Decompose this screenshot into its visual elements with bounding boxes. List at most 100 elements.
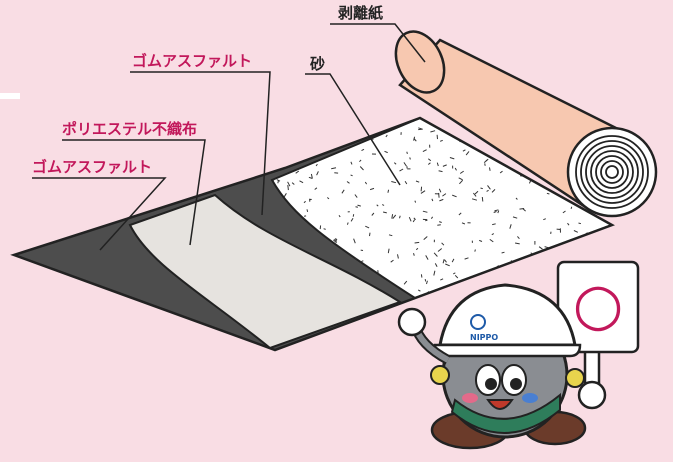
sand-speck <box>350 218 354 222</box>
sand-speck <box>425 219 428 222</box>
sand-speck <box>461 222 466 225</box>
sand-speck <box>297 141 302 145</box>
sand-speck <box>515 280 519 285</box>
sand-speck <box>474 140 478 144</box>
sand-speck <box>292 125 295 130</box>
sand-speck <box>567 222 570 226</box>
sand-speck <box>334 238 338 242</box>
sand-speck <box>287 185 289 191</box>
sand-speck <box>534 254 537 258</box>
sand-speck <box>441 242 445 246</box>
sand-speck <box>465 151 470 156</box>
sand-speck <box>422 149 427 153</box>
sand-speck <box>355 206 359 208</box>
sand-speck <box>326 197 330 200</box>
sand-speck <box>434 263 438 267</box>
sand-speck <box>562 210 566 214</box>
spiral-ring <box>600 160 624 184</box>
sand-speck <box>303 200 306 204</box>
sand-speck <box>452 194 457 198</box>
sand-speck <box>409 157 411 160</box>
sand-speck <box>497 210 500 214</box>
sand-speck <box>425 299 428 300</box>
sand-speck <box>353 238 356 244</box>
sand-speck <box>543 218 546 221</box>
sand-speck <box>399 215 401 219</box>
spiral-ring <box>580 140 644 204</box>
sand-speck <box>354 194 358 198</box>
sand-speck <box>420 186 423 192</box>
mascot-mouth <box>486 399 514 410</box>
sand-speck <box>480 187 483 190</box>
sand-speck <box>346 181 350 184</box>
sand-speck <box>436 118 441 120</box>
sand-speck <box>389 118 394 123</box>
sand-speck <box>364 181 368 185</box>
sand-speck <box>299 180 304 184</box>
sand-speck <box>412 219 416 223</box>
mascot-ear-right <box>565 368 585 388</box>
sand-speck <box>426 280 428 285</box>
sand-speck <box>404 180 408 185</box>
sand-speck <box>384 119 389 122</box>
sand-speck <box>515 197 518 200</box>
sand-speck <box>323 228 326 230</box>
sand-speck <box>387 248 390 254</box>
sand-speck <box>457 131 460 135</box>
roll-spiral <box>575 135 649 209</box>
sand-speck <box>499 170 503 174</box>
sand-speck <box>439 198 444 202</box>
sand-speck <box>274 120 277 126</box>
sand-speck <box>497 279 502 284</box>
sand-speck <box>471 198 478 201</box>
sand-speck <box>406 151 408 155</box>
sand-speck <box>310 150 313 154</box>
sand-speck <box>350 174 353 177</box>
sand-speck <box>481 196 484 202</box>
sand-speck <box>355 257 358 260</box>
sand-speck <box>385 134 388 138</box>
sand-speck <box>425 255 429 260</box>
sand-speck <box>608 116 612 117</box>
sand-speck <box>606 256 611 259</box>
sand-speck <box>440 278 444 281</box>
sand-speck <box>408 216 412 222</box>
sand-speck <box>393 162 397 165</box>
sand-speck <box>546 192 550 195</box>
mascot-helmet <box>438 283 577 347</box>
sand-speck <box>501 251 505 254</box>
sand-speck <box>609 120 612 124</box>
sand-speck <box>392 214 397 219</box>
sand-speck <box>493 211 497 213</box>
sand-speck <box>484 163 486 166</box>
sand-speck <box>473 192 477 197</box>
sheet-outline <box>10 116 615 352</box>
sand-speck <box>515 242 520 245</box>
sand-speck <box>371 212 375 216</box>
sand-speck <box>299 128 302 131</box>
sand-speck <box>315 163 318 167</box>
sand-speck <box>294 145 299 148</box>
helmet-logo <box>470 314 486 330</box>
sand-speck <box>449 157 455 160</box>
sand-speck <box>397 254 399 259</box>
sand-speck <box>310 173 313 179</box>
sand-speck <box>323 147 327 151</box>
sand-speck <box>413 253 415 256</box>
sand-speck <box>333 239 337 244</box>
sand-speck <box>474 190 479 195</box>
sand-speck <box>336 128 341 132</box>
sand-speck <box>357 133 362 136</box>
mascot-cheek-left <box>462 393 478 403</box>
label-polyester-nonwoven: ポリエステル不織布 <box>62 120 198 138</box>
sand-speck <box>423 236 428 240</box>
sand-speck <box>430 216 434 219</box>
sand-speck <box>346 222 349 225</box>
sand-speck <box>274 161 278 164</box>
spiral-ring <box>575 135 649 209</box>
sand-speck <box>276 179 281 182</box>
sand-speck <box>406 166 408 169</box>
sand-speck <box>311 149 316 153</box>
sand-speck <box>422 210 428 213</box>
label-rubber-asphalt-bottom: ゴムアスファルト <box>32 158 153 176</box>
